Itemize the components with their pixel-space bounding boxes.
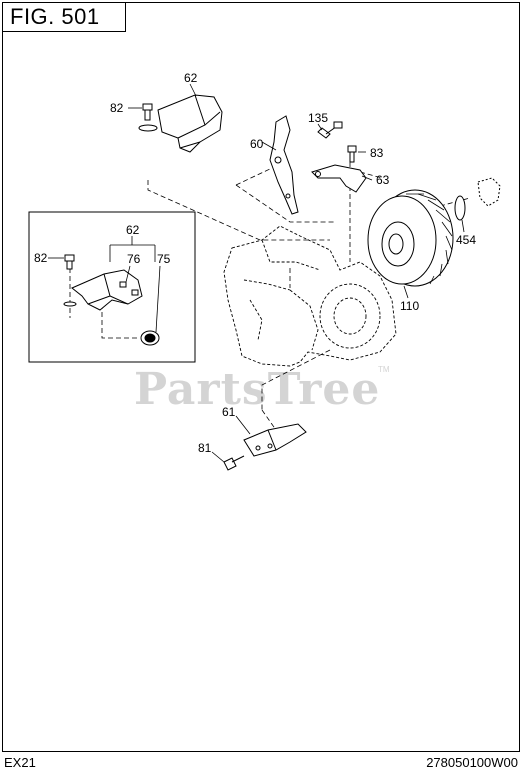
callout-82-inset: 82 [34,251,48,265]
callout-81: 81 [198,441,212,455]
callout-62-main: 62 [184,71,198,85]
part-454-washer [454,177,501,221]
watermark-trademark: TM [378,365,390,374]
leader-lines [128,83,465,463]
part-61-bracket [243,423,307,457]
inset-box [28,211,196,363]
callout-82-main: 82 [110,101,124,115]
callout-75: 75 [157,252,171,266]
callout-110: 110 [400,299,419,313]
part-60-bracket [269,115,299,215]
callout-135: 135 [308,111,328,125]
model-label: EX21 [4,755,36,770]
engine-outline [223,225,397,367]
part-110-flywheel [367,189,454,287]
callout-454: 454 [456,233,476,247]
callout-76: 76 [127,252,141,266]
inset-leaders [48,236,161,333]
part-81-bolt [223,455,245,471]
drawing-number: 278050100W00 [426,755,518,770]
watermark-text: PartsTree [134,364,380,415]
part-62-shroud [157,94,223,153]
figure-label: FIG. 501 [2,2,126,32]
inset-part-62-shroud [71,269,143,311]
part-82-bolt [138,103,158,132]
callout-61: 61 [222,405,236,419]
figure-frame [2,2,520,752]
callout-63: 63 [376,173,390,187]
inset-part-82-bolt [63,254,77,307]
callout-62-inset: 62 [126,223,140,237]
part-83-bolt [347,145,357,163]
part-135-bolt [317,121,343,139]
inset-part-75-grommet [140,330,160,346]
callout-60: 60 [250,137,264,151]
callout-83: 83 [370,146,384,160]
part-63-bracket [311,164,367,193]
